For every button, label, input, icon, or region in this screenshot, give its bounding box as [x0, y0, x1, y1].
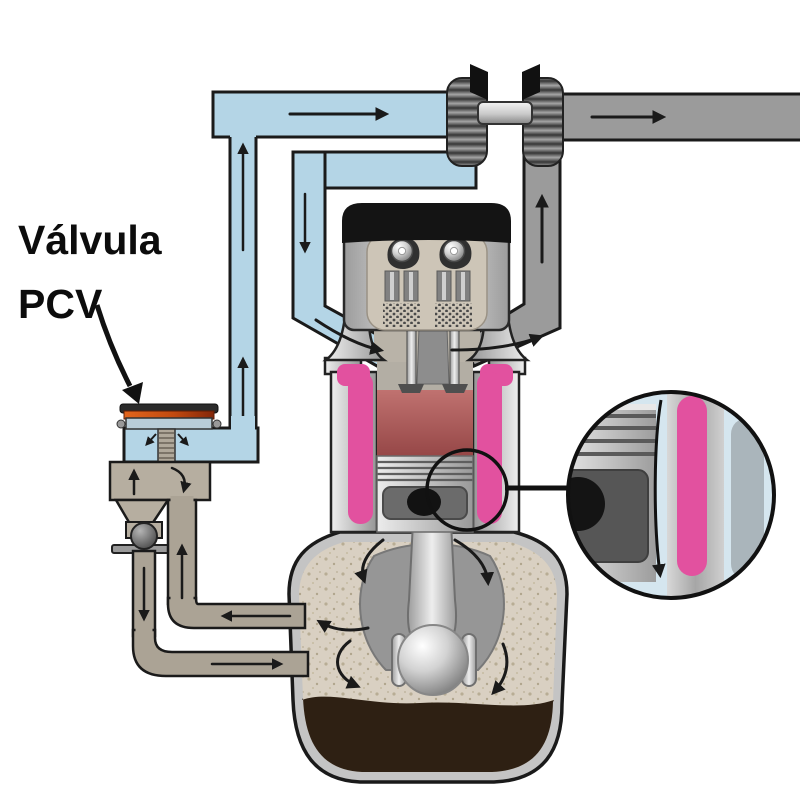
intake-manifold-duct — [460, 92, 800, 368]
label-arrow — [94, 304, 143, 404]
combustion-chamber — [377, 390, 473, 456]
gas-pickup-pipe — [166, 496, 307, 630]
head-inflow-arrow — [314, 318, 385, 355]
throttle-shaft — [477, 101, 533, 125]
pcv-valve-body — [108, 460, 212, 502]
crankshaft-assembly — [316, 521, 509, 696]
oil-return-pipe — [131, 549, 310, 678]
valve-stem-right — [449, 327, 460, 387]
cylinder-head — [314, 203, 544, 393]
magnifier-circle — [425, 448, 509, 532]
valve-funnel — [113, 498, 171, 526]
cap-clip-left — [116, 419, 126, 429]
inset-wall-contour — [731, 418, 764, 580]
piston-ring-inset — [566, 390, 776, 600]
valve-springs-right — [435, 303, 472, 327]
throttle-clamp-left — [470, 64, 488, 100]
engine-oil — [302, 696, 554, 772]
inset-coolant-jacket — [677, 396, 707, 576]
coolant-jacket-left — [348, 372, 373, 524]
pcv-return-hose — [228, 110, 258, 460]
coolant-jacket-right — [477, 372, 502, 524]
separator-chamber — [122, 426, 260, 464]
throttle-body — [446, 64, 564, 167]
label-line-1: Válvula — [18, 217, 162, 263]
camshaft-right — [438, 237, 473, 270]
valve-springs-left — [383, 303, 420, 327]
valve-cover — [342, 203, 511, 243]
valve-head-left — [398, 384, 424, 393]
valve-stem-left — [406, 327, 417, 387]
camshaft-left — [387, 238, 420, 269]
inset-outline — [566, 390, 776, 600]
oil-filler-cap-body — [125, 417, 213, 430]
throttle-clamp-right — [522, 64, 540, 100]
cylinder-block — [323, 356, 527, 534]
label-line-2: PCV — [18, 281, 103, 327]
piston — [376, 455, 474, 533]
valvula-pcv-label: Válvula PCV — [18, 208, 162, 336]
valve-tappets — [384, 270, 471, 302]
piston-rings — [377, 460, 473, 482]
valve-head-right — [442, 384, 468, 393]
cap-clip-right — [212, 419, 222, 429]
inset-piston-pin — [568, 477, 605, 531]
check-ball — [130, 522, 158, 550]
head-outflow-arrow — [450, 333, 544, 352]
blowby-flow-arrows — [316, 538, 509, 696]
crank-journal — [397, 624, 469, 696]
inset-blowby-arrow — [651, 399, 666, 579]
piston-pin — [407, 488, 441, 516]
pcv-valve-assembly — [108, 403, 310, 678]
